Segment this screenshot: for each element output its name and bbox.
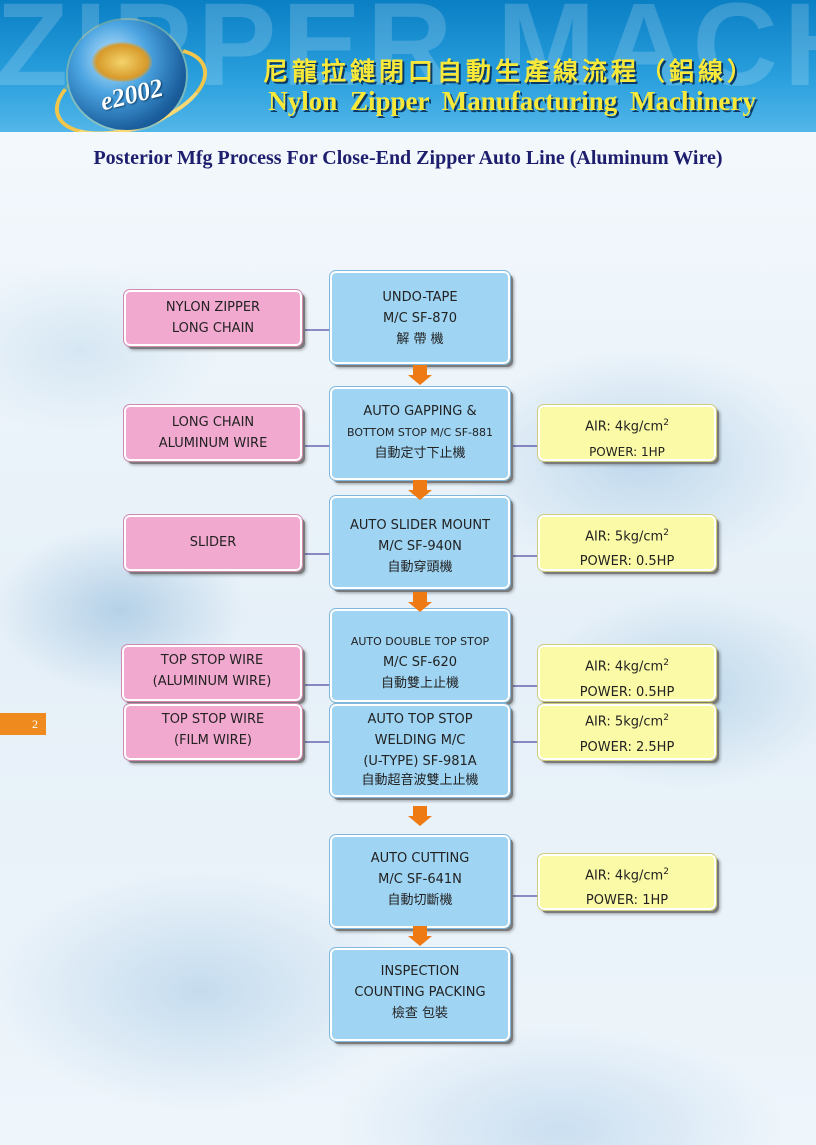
input-line: TOP STOP WIRE xyxy=(160,653,264,668)
process-line: COUNTING PACKING xyxy=(354,985,486,1000)
process-line: BOTTOM STOP M/C SF-881 xyxy=(346,426,494,439)
air-unit-superscript: 2 xyxy=(663,528,669,538)
input-box-slider: SLIDER xyxy=(123,514,303,572)
title-chinese: 尼龍拉鏈閉口自動生產線流程（鋁線） xyxy=(262,57,756,86)
input-line: LONG CHAIN xyxy=(171,321,255,336)
process-line: AUTO TOP STOP xyxy=(367,712,473,727)
input-line: LONG CHAIN xyxy=(171,415,255,430)
process-box-undo-tape: UNDO-TAPE M/C SF-870 解 帶 機 xyxy=(329,270,511,365)
power-value: POWER: 1HP xyxy=(585,893,669,909)
air-value: AIR: 5kg/cm xyxy=(585,529,664,545)
air-unit-superscript: 2 xyxy=(663,658,669,668)
air-value: AIR: 4kg/cm xyxy=(585,659,664,675)
flow-arrow-down-icon xyxy=(408,480,432,500)
process-line: 自動穿頭機 xyxy=(387,560,453,575)
process-line: 自動雙上止機 xyxy=(380,676,459,691)
air-spec: AIR: 4kg/cm2 xyxy=(540,649,714,681)
input-line: ALUMINUM WIRE xyxy=(158,436,268,451)
process-line: UNDO-TAPE xyxy=(382,290,458,305)
process-box-auto-cutting: AUTO CUTTING M/C SF-641N 自動切斷機 xyxy=(329,834,511,929)
utility-box-1: AIR: 4kg/cm2 POWER: 1HP xyxy=(537,404,717,462)
title-english: Nylon Zipper Manufacturing Machinery xyxy=(268,86,756,116)
air-unit-superscript: 2 xyxy=(663,418,669,428)
flow-arrow-down-icon xyxy=(408,806,432,826)
utility-box-2: AIR: 5kg/cm2 POWER: 0.5HP xyxy=(537,514,717,572)
input-box-top-stop-aluminum: TOP STOP WIRE (ALUMINUM WIRE) xyxy=(121,644,303,702)
page-subtitle: Posterior Mfg Process For Close-End Zipp… xyxy=(93,147,723,169)
process-line: AUTO GAPPING & xyxy=(363,404,477,419)
process-line: 自動定寸下止機 xyxy=(374,446,466,461)
input-box-long-chain: LONG CHAIN ALUMINUM WIRE xyxy=(123,404,303,462)
process-box-double-top-stop: AUTO DOUBLE TOP STOP M/C SF-620 自動雙上止機 xyxy=(329,608,511,703)
power-value: POWER: 2.5HP xyxy=(579,740,675,756)
process-line: AUTO DOUBLE TOP STOP xyxy=(350,635,490,648)
input-box-nylon-zipper: NYLON ZIPPER LONG CHAIN xyxy=(123,289,303,347)
power-value: POWER: 1HP xyxy=(589,445,665,460)
flow-arrow-down-icon xyxy=(408,365,432,385)
process-line: 自動切斷機 xyxy=(387,893,453,908)
input-line: (ALUMINUM WIRE) xyxy=(152,674,272,689)
process-line: WELDING M/C xyxy=(374,733,466,748)
process-box-auto-gapping: AUTO GAPPING & BOTTOM STOP M/C SF-881 自動… xyxy=(329,386,511,481)
input-line: SLIDER xyxy=(189,535,237,550)
process-box-slider-mount: AUTO SLIDER MOUNT M/C SF-940N 自動穿頭機 xyxy=(329,495,511,590)
process-box-inspection: INSPECTION COUNTING PACKING 檢查 包裝 xyxy=(329,947,511,1042)
globe-land-icon xyxy=(92,42,152,82)
process-line: INSPECTION xyxy=(380,964,460,979)
air-spec: AIR: 5kg/cm2 xyxy=(540,706,714,734)
process-line: 檢查 包裝 xyxy=(391,1006,449,1021)
page-header: ZIPPER MACHINE e2002 尼龍拉鏈閉口自動生產線流程（鋁線） N… xyxy=(0,0,816,132)
air-spec: AIR: 5kg/cm2 xyxy=(540,519,714,551)
air-spec: AIR: 4kg/cm2 xyxy=(540,858,714,890)
input-line: TOP STOP WIRE xyxy=(161,712,265,727)
air-value: AIR: 4kg/cm xyxy=(585,868,664,884)
power-value: POWER: 0.5HP xyxy=(579,685,675,701)
process-line: 自動超音波雙上止機 xyxy=(361,773,479,788)
process-line: 解 帶 機 xyxy=(396,332,444,347)
process-box-top-stop-welding: AUTO TOP STOP WELDING M/C (U-TYPE) SF-98… xyxy=(329,703,511,798)
process-line: M/C SF-641N xyxy=(378,872,462,887)
page-number: 2 xyxy=(0,713,46,735)
process-line: M/C SF-940N xyxy=(378,539,462,554)
input-line: NYLON ZIPPER xyxy=(165,300,261,315)
input-box-top-stop-film: TOP STOP WIRE (FILM WIRE) xyxy=(123,703,303,761)
flow-arrow-down-icon xyxy=(408,926,432,946)
utility-box-3: AIR: 4kg/cm2 POWER: 0.5HP xyxy=(537,644,717,702)
process-line: M/C SF-620 xyxy=(382,655,458,670)
air-unit-superscript: 2 xyxy=(663,713,669,723)
air-value: AIR: 4kg/cm xyxy=(585,419,664,435)
air-unit-superscript: 2 xyxy=(663,867,669,877)
input-line: (FILM WIRE) xyxy=(174,733,252,748)
flow-arrow-down-icon xyxy=(408,592,432,612)
process-line: M/C SF-870 xyxy=(382,311,458,326)
air-spec: AIR: 4kg/cm2 xyxy=(540,409,714,441)
air-value: AIR: 5kg/cm xyxy=(585,714,664,730)
power-value: POWER: 0.5HP xyxy=(579,554,675,570)
process-line: AUTO CUTTING xyxy=(370,851,470,866)
process-line: AUTO SLIDER MOUNT xyxy=(349,518,491,533)
utility-box-4: AIR: 5kg/cm2 POWER: 2.5HP xyxy=(537,703,717,761)
process-line: (U-TYPE) SF-981A xyxy=(363,754,477,769)
utility-box-5: AIR: 4kg/cm2 POWER: 1HP xyxy=(537,853,717,911)
